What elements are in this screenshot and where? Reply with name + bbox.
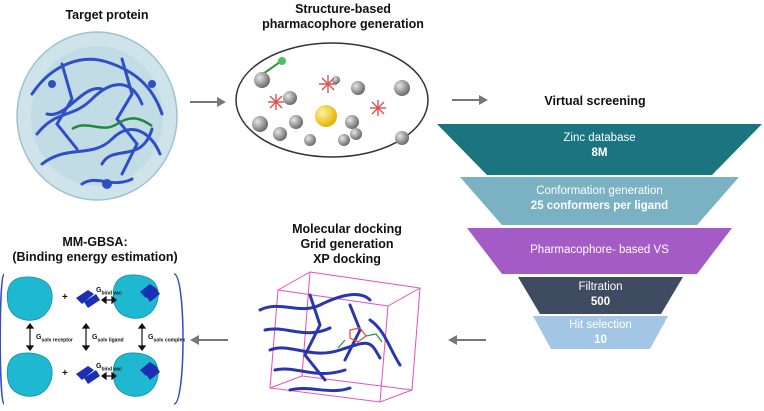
g-solv-ligand-symbol: G bbox=[92, 334, 98, 341]
funnel-tier-5-text: Hit selection 10 bbox=[551, 318, 650, 348]
arrow-pharmacophore-to-screening bbox=[452, 95, 488, 105]
funnel-tier-2-value-text: conformers per ligand bbox=[543, 200, 669, 212]
target-protein-image bbox=[16, 31, 178, 201]
mmgbsa-title: MM-GBSA: (Binding energy estimation) bbox=[12, 235, 178, 264]
arrow-docking-to-mmgbsa bbox=[190, 335, 228, 345]
virtual-screening-title: Virtual screening bbox=[544, 94, 646, 108]
funnel-tier-1-text: Zinc database 8M bbox=[487, 131, 712, 161]
plus-sign-top: + bbox=[62, 292, 68, 303]
g-bind-vac-bottom-sub: bind vac bbox=[101, 366, 122, 373]
target-protein-title: Target protein bbox=[65, 8, 149, 22]
funnel-tier-5-value: 10 bbox=[594, 334, 607, 346]
funnel-tier-5-label: Hit selection bbox=[569, 319, 632, 331]
docking-grid-image bbox=[258, 271, 421, 403]
g-solv-complex: Gsolv complex bbox=[148, 334, 185, 343]
g-bind-vac-top: Gbind vac bbox=[96, 287, 122, 296]
g-solv-complex-sub: solv complex bbox=[153, 337, 186, 344]
g-solv-receptor: Gsolv receptor bbox=[36, 334, 73, 343]
funnel-tier-2-label: Conformation generation bbox=[536, 185, 663, 197]
funnel-tier-1-label: Zinc database bbox=[563, 132, 636, 144]
funnel-tier-1-value: 8M bbox=[591, 147, 608, 159]
funnel-tier-2-text: Conformation generation 25 conformers pe… bbox=[490, 184, 709, 214]
g-bind-vac-top-symbol: G bbox=[96, 287, 102, 294]
funnel-tier-3-label: Pharmacophore- based VS bbox=[530, 244, 669, 256]
arrow-target-to-pharmacophore bbox=[190, 97, 226, 107]
g-solv-receptor-symbol: G bbox=[36, 334, 42, 341]
arrow-screening-to-docking bbox=[448, 335, 486, 345]
funnel-tier-3-text: Pharmacophore- based VS bbox=[502, 243, 697, 258]
pharmacophore-title: Structure-based pharmacophore generation bbox=[262, 2, 424, 31]
docking-title: Molecular docking Grid generation XP doc… bbox=[292, 222, 402, 266]
g-bind-vac-bottom-symbol: G bbox=[96, 363, 102, 370]
g-solv-ligand: Gsolv ligand bbox=[92, 334, 124, 343]
g-bind-vac-bottom: Gbind vac bbox=[96, 363, 122, 372]
funnel-tier-4-text: Filtration 500 bbox=[540, 280, 661, 310]
funnel-tier-4-label: Filtration bbox=[578, 281, 623, 293]
g-bind-vac-top-sub: bind vac bbox=[101, 290, 122, 297]
funnel-tier-2-value: 25 conformers per ligand bbox=[490, 199, 709, 214]
pharmacophore-model-image bbox=[235, 42, 429, 158]
funnel-tier-2-value-number: 25 bbox=[530, 200, 544, 212]
g-solv-complex-symbol: G bbox=[148, 334, 154, 341]
funnel-tier-4-value: 500 bbox=[590, 296, 611, 308]
g-solv-ligand-sub: solv ligand bbox=[97, 337, 124, 344]
mmgbsa-cycle-panel bbox=[0, 273, 184, 405]
plus-sign-bottom: + bbox=[62, 368, 68, 379]
g-solv-receptor-sub: solv receptor bbox=[41, 337, 73, 344]
